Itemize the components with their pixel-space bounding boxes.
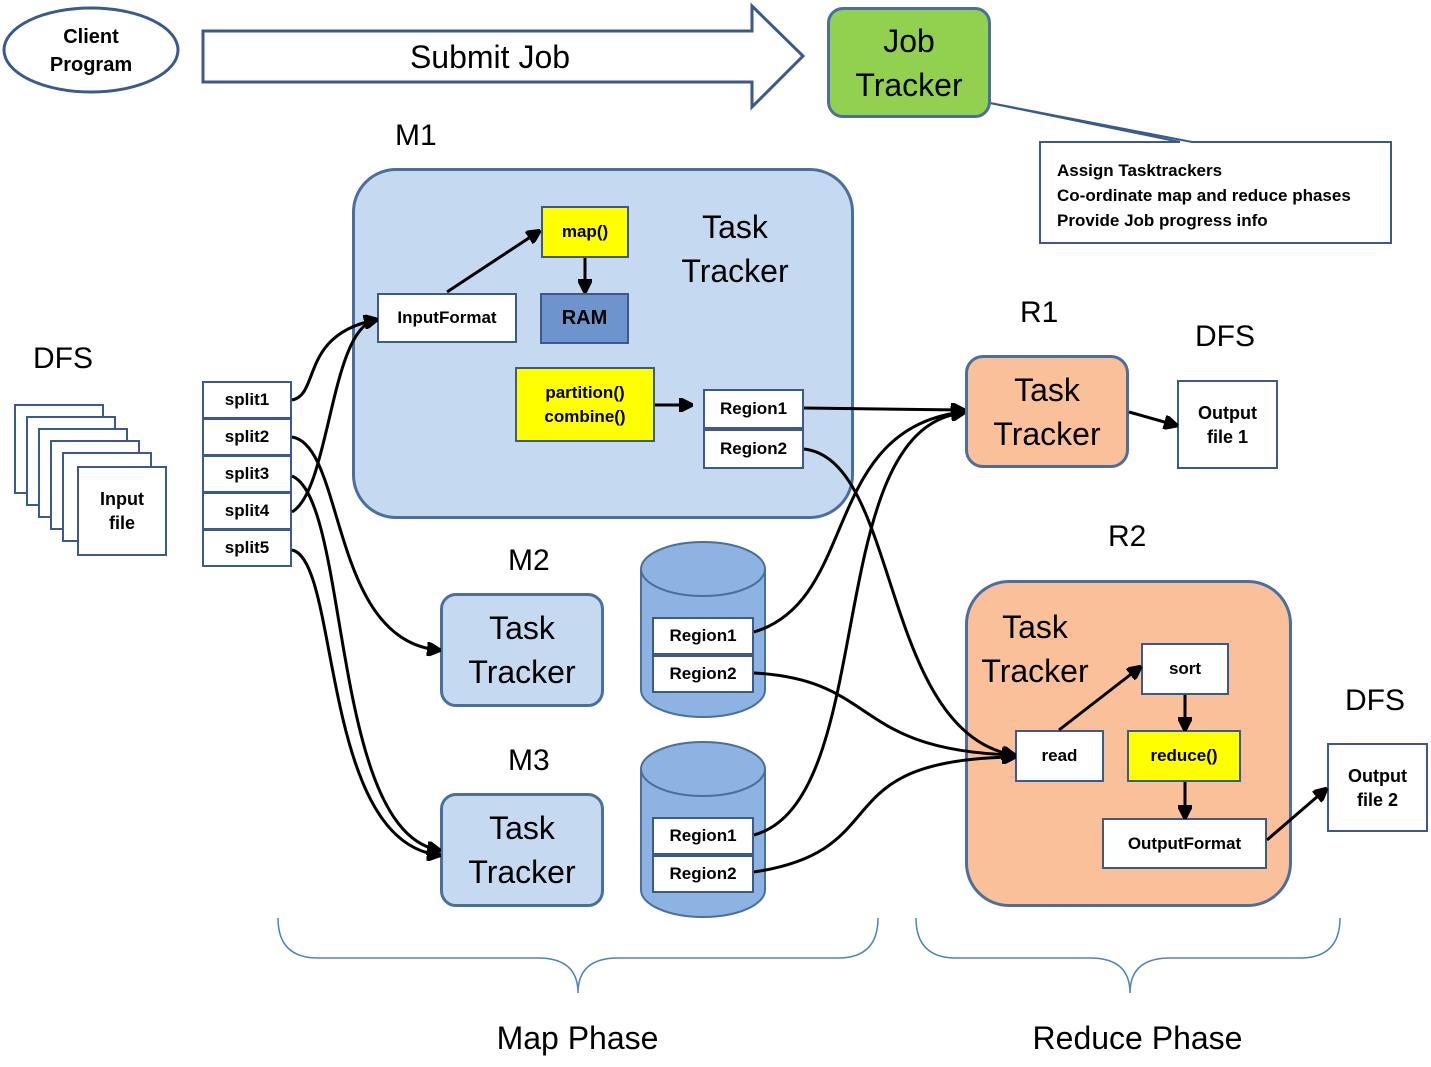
client-line2: Program — [49, 54, 133, 76]
m3-task-tracker[interactable]: Task Tracker — [440, 793, 604, 907]
callout-line-assign: Assign Tasktrackers — [1057, 161, 1223, 180]
job-tracker-callout-shape — [984, 101, 1392, 244]
client-program-label: Client Program — [30, 20, 152, 82]
m1-task-tracker-label: Task Tracker — [665, 204, 805, 294]
callout-line-coordinate: Co-ordinate map and reduce phases — [1057, 186, 1351, 205]
m2-tt-line1: Task — [489, 610, 555, 646]
m1-ram[interactable]: RAM — [540, 293, 629, 344]
reduce-phase-brace — [915, 917, 1341, 994]
splits-list: split1 split2 split3 split4 split5 — [202, 381, 292, 567]
r1-tt-line2: Tracker — [993, 415, 1101, 452]
output1-line1: Output — [1198, 402, 1257, 423]
dfs-output1-label: DFS — [1195, 320, 1255, 353]
client-line1: Client — [63, 26, 119, 48]
split-item[interactable]: split3 — [202, 455, 292, 493]
m3-label: M3 — [508, 744, 550, 777]
input-file-line2: file — [108, 513, 135, 533]
m2-tt-line2: Tracker — [468, 654, 576, 690]
m2-task-tracker[interactable]: Task Tracker — [440, 593, 604, 707]
m2-region1[interactable]: Region1 — [652, 617, 754, 655]
combine-label: combine() — [544, 406, 626, 426]
submit-job-arrow — [201, 2, 806, 111]
m3-region2[interactable]: Region2 — [652, 855, 754, 893]
dfs-output2-label: DFS — [1345, 684, 1405, 717]
input-file[interactable]: Input file — [78, 467, 166, 555]
job-tracker-line1: Job — [883, 22, 935, 59]
input-file-stack — [14, 404, 167, 556]
m3-tt-line1: Task — [489, 810, 555, 846]
output1-line2: file 1 — [1206, 426, 1249, 447]
job-tracker-line2: Tracker — [855, 66, 963, 103]
r1-label: R1 — [1020, 296, 1059, 329]
input-file-line1: Input — [100, 489, 144, 509]
m1-inputformat[interactable]: InputFormat — [377, 293, 517, 343]
job-tracker-callout-text: Assign Tasktrackers Co-ordinate map and … — [1057, 158, 1351, 233]
r2-reduce-function[interactable]: reduce() — [1127, 730, 1241, 782]
m1-map-function[interactable]: map() — [541, 206, 629, 258]
m3-tt-line2: Tracker — [468, 854, 576, 890]
m3-region1[interactable]: Region1 — [652, 817, 754, 855]
m1-partition-combine[interactable]: partition() combine() — [515, 367, 655, 442]
output2-line1: Output — [1348, 765, 1407, 786]
r1-task-tracker[interactable]: Task Tracker — [965, 355, 1129, 468]
r2-tt-line2: Tracker — [981, 653, 1089, 689]
client-program-ellipse — [2, 6, 180, 94]
job-tracker[interactable]: Job Tracker — [827, 7, 991, 118]
r1-tt-line1: Task — [1014, 371, 1080, 408]
r2-read[interactable]: read — [1015, 730, 1104, 782]
m1-tt-line1: Task — [702, 209, 768, 245]
m2-region2[interactable]: Region2 — [652, 655, 754, 693]
r2-sort[interactable]: sort — [1141, 643, 1229, 695]
split-item[interactable]: split5 — [202, 529, 292, 567]
split-item[interactable]: split4 — [202, 492, 292, 530]
output-file-1[interactable]: Output file 1 — [1177, 380, 1278, 469]
r2-tt-line1: Task — [1002, 609, 1068, 645]
m2-label: M2 — [508, 544, 550, 577]
r2-outputformat[interactable]: OutputFormat — [1102, 818, 1267, 869]
partition-label: partition() — [545, 382, 625, 402]
r2-label: R2 — [1108, 520, 1147, 553]
m1-region1[interactable]: Region1 — [703, 389, 804, 429]
dfs-input-label: DFS — [33, 342, 93, 375]
reduce-phase-label: Reduce Phase — [1032, 1019, 1243, 1056]
m1-region2[interactable]: Region2 — [703, 429, 804, 469]
callout-line-progress: Provide Job progress info — [1057, 211, 1268, 230]
map-phase-label: Map Phase — [496, 1019, 659, 1056]
map-phase-brace — [277, 917, 879, 994]
m1-tt-line2: Tracker — [681, 253, 789, 289]
split-item[interactable]: split1 — [202, 381, 292, 419]
output2-line2: file 2 — [1356, 789, 1399, 810]
r2-task-tracker-label: Task Tracker — [970, 604, 1100, 694]
m1-label: M1 — [395, 119, 437, 152]
submit-job-label: Submit Job — [409, 38, 571, 75]
split-item[interactable]: split2 — [202, 418, 292, 456]
output-file-2[interactable]: Output file 2 — [1327, 743, 1428, 832]
